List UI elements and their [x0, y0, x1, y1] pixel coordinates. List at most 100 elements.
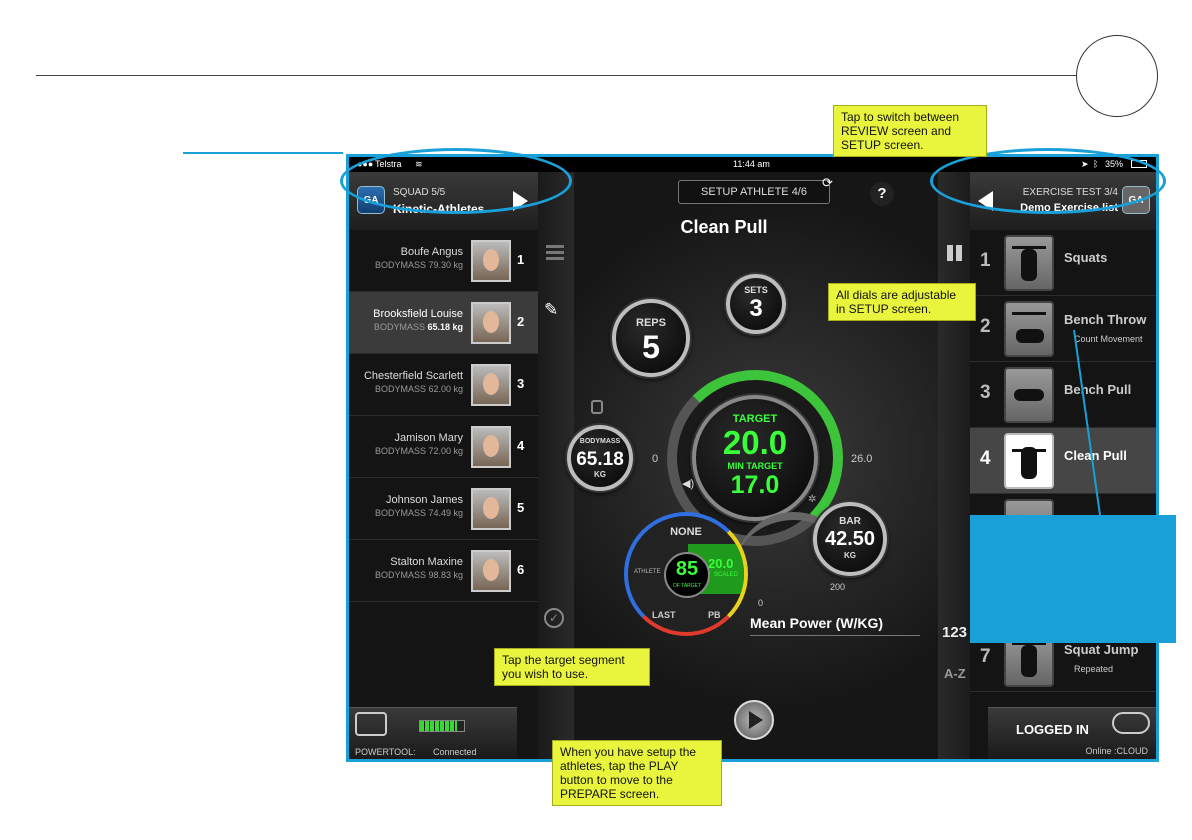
athlete-name: Brooksfield Louise — [373, 308, 463, 320]
exercise-index: 1 — [980, 250, 991, 271]
exercise-index: 2 — [980, 316, 991, 337]
segment-left-athlete[interactable]: ATHLETE — [634, 569, 661, 575]
exercise-name: Bench Pull — [1064, 382, 1132, 397]
athlete-index: 1 — [517, 252, 525, 267]
scale-min-label: 0 — [652, 453, 659, 465]
athlete-index: 4 — [517, 438, 525, 453]
target-dial[interactable]: TARGET 20.0 MIN TARGET 17.0 — [692, 395, 818, 521]
bench-throw-figure-icon — [1004, 301, 1054, 357]
exercise-subtitle: Count Movement — [1074, 334, 1143, 344]
ipad-screen: ●●● Telstra ≋ 11:44 am ➤ ᛒ 35% GA SQUAD … — [346, 154, 1159, 762]
segment-top-none[interactable]: NONE — [670, 526, 702, 538]
sets-dial[interactable]: SETS 3 — [726, 274, 786, 334]
sort-numeric-button[interactable]: 123 — [942, 624, 968, 641]
cloud-check-icon[interactable] — [1112, 712, 1150, 734]
toolbox-check-icon[interactable] — [355, 712, 387, 736]
athlete-avatar — [471, 426, 511, 468]
athlete-bodymass: BODYMASS 79.30 kg — [374, 260, 463, 270]
athlete-name: Boufe Angus — [400, 246, 463, 258]
athlete-bodymass: BODYMASS 74.49 kg — [374, 508, 463, 518]
exercise-title: Clean Pull — [680, 217, 768, 237]
athlete-row-5[interactable]: Johnson James BODYMASS 74.49 kg 5 — [349, 478, 538, 540]
settings-gear-icon[interactable]: ✲ — [808, 494, 817, 505]
metric-label: Mean Power (W/KG) — [750, 615, 884, 631]
scale-max-label: 26.0 — [851, 453, 873, 465]
lock-icon[interactable] — [591, 400, 603, 414]
battery-level-bar — [419, 720, 465, 732]
login-status-bar: LOGGED IN Online :CLOUD — [988, 707, 1156, 759]
athlete-row-4[interactable]: Jamison Mary BODYMASS 72.00 kg 4 — [349, 416, 538, 478]
athlete-bodymass: BODYMASS 72.00 kg — [374, 446, 463, 456]
segment-right-sub: SCALED — [714, 572, 739, 578]
play-button[interactable] — [734, 700, 774, 740]
athlete-row-1[interactable]: Boufe Angus BODYMASS 79.30 kg 1 — [349, 230, 538, 292]
bar-scale-max: 200 — [830, 582, 846, 592]
athlete-name: Johnson James — [385, 494, 463, 506]
clean-pull-figure-icon — [1004, 433, 1054, 489]
athlete-index: 5 — [517, 500, 525, 515]
speaker-icon[interactable]: ◀) — [682, 478, 695, 490]
athlete-row-3[interactable]: Chesterfield Scarlett BODYMASS 62.00 kg … — [349, 354, 538, 416]
login-mode: Online :CLOUD — [1085, 746, 1148, 756]
powertool-label: POWERTOOL: — [355, 747, 416, 757]
exercise-index: 3 — [980, 382, 991, 403]
setup-athlete-button[interactable]: SETUP ATHLETE 4/6 — [678, 180, 830, 204]
athlete-avatar — [471, 364, 511, 406]
athlete-name: Jamison Mary — [394, 432, 463, 444]
athlete-index: 3 — [517, 376, 525, 391]
athlete-bodymass: BODYMASS 62.00 kg — [374, 384, 463, 394]
athlete-avatar — [471, 240, 511, 282]
athlete-bodymass: BODYMASS 65.18 kg — [373, 322, 463, 332]
exercise-name: Clean Pull — [1064, 448, 1127, 463]
athlete-name: Stalton Maxine — [390, 556, 463, 568]
bodymass-dial[interactable]: BODYMASS 65.18 KG — [567, 425, 633, 491]
squad-highlight-oval — [340, 148, 572, 214]
play-triangle-icon — [749, 711, 763, 729]
exercise-index: 7 — [980, 646, 991, 667]
metric-underline — [750, 635, 920, 636]
exercise-item-3[interactable]: 3 Bench Pull — [970, 362, 1156, 428]
page-number-circle — [1076, 35, 1158, 117]
athlete-avatar — [471, 550, 511, 592]
powertool-status-bar: POWERTOOL: Connected — [349, 707, 517, 759]
list-view-icon[interactable] — [546, 245, 564, 261]
exercise-name: Squat Jump — [1064, 642, 1139, 657]
target-segment-selector[interactable]: NONE ATHLETE 20.0 SCALED 85 OF TARGET LA… — [624, 512, 748, 636]
athlete-row-2-selected[interactable]: Brooksfield Louise BODYMASS 65.18 kg 2 — [349, 292, 538, 354]
athlete-row-6[interactable]: Stalton Maxine BODYMASS 98.83 kg 6 — [349, 540, 538, 602]
segment-right-value: 20.0 — [708, 556, 734, 571]
callout-target-segment: Tap the target segment you wish to use. — [494, 648, 650, 686]
bench-pull-figure-icon — [1004, 367, 1054, 423]
callout-switch-screen: Tap to switch between REVIEW screen and … — [833, 105, 987, 157]
athlete-bodymass: BODYMASS 98.83 kg — [374, 570, 463, 580]
checkmark-circle-icon[interactable]: ✓ — [544, 608, 564, 628]
athlete-name: Chesterfield Scarlett — [363, 370, 463, 382]
exercise-subtitle: Repeated — [1074, 664, 1114, 674]
bar-scale-arc — [734, 512, 854, 592]
segment-bottom-pb[interactable]: PB — [708, 610, 721, 620]
edit-setup-icon[interactable]: ✎ — [544, 300, 559, 319]
exercise-name: Bench Throw — [1064, 312, 1147, 327]
help-icon[interactable]: ? — [870, 182, 894, 206]
segment-center: 85 OF TARGET — [664, 552, 710, 598]
segment-bottom-last[interactable]: LAST — [652, 610, 676, 620]
callout-dials-adjustable: All dials are adjustable in SETUP screen… — [828, 283, 976, 321]
refresh-switch-icon[interactable]: ⟳ — [822, 175, 833, 190]
bar-scale-min: 0 — [758, 598, 764, 608]
athlete-index: 2 — [517, 314, 525, 329]
exercise-item-4-selected[interactable]: 4 Clean Pull — [970, 428, 1156, 494]
bar-dial[interactable]: BAR 42.50 KG — [813, 502, 887, 576]
annotation-blue-box — [970, 515, 1176, 643]
exercise-index: 4 — [980, 448, 991, 469]
callout-play-button: When you have setup the athletes, tap th… — [552, 740, 722, 806]
sort-alpha-button[interactable]: A-Z — [944, 666, 966, 681]
reps-dial[interactable]: REPS 5 — [612, 299, 690, 377]
athlete-avatar — [471, 488, 511, 530]
exercise-item-1[interactable]: 1 Squats — [970, 230, 1156, 296]
grid-view-icon[interactable] — [947, 245, 963, 261]
exercise-panel: EXERCISE TEST 3/4 Demo Exercise list GA … — [970, 172, 1156, 759]
squat-figure-icon — [1004, 235, 1054, 291]
setup-main-panel: SETUP ATHLETE 4/6 ⟳ ? Clean Pull REPS 5 … — [567, 172, 974, 759]
exercise-item-2[interactable]: 2 Bench Throw Count Movement — [970, 296, 1156, 362]
